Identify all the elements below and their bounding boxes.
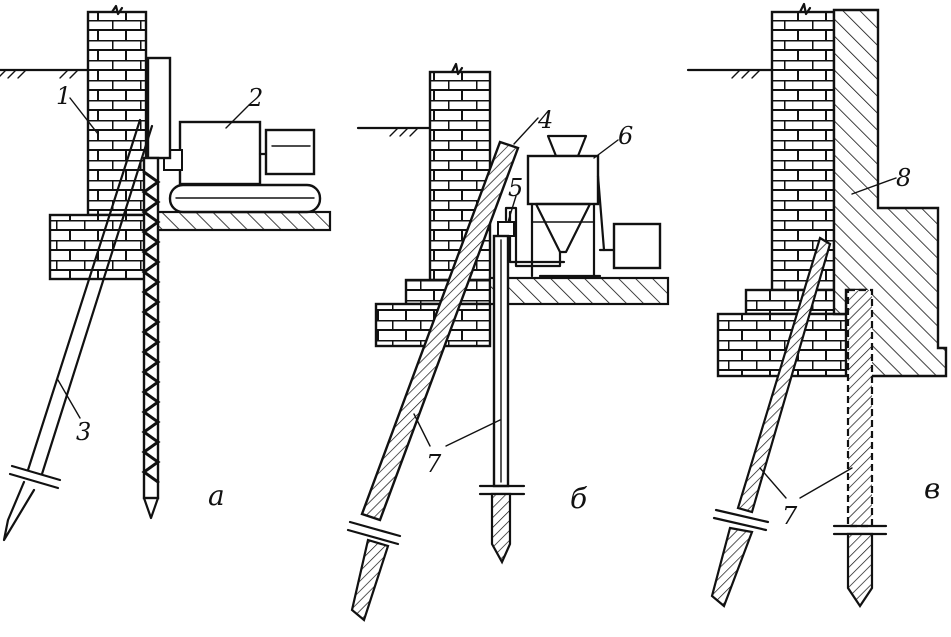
panel-c: 8 7 в — [686, 2, 948, 608]
panel-a: 1 2 3 а — [0, 4, 332, 542]
label-4: 4 — [537, 106, 553, 134]
label-7-b: 7 — [426, 450, 442, 478]
drilling-rig — [163, 120, 322, 214]
anchor-rod-3 — [2, 118, 154, 542]
panel-label-b: б — [570, 482, 588, 515]
panel-label-c: в — [924, 472, 940, 505]
panel-label-a: а — [208, 479, 225, 512]
anchor-inclined-c — [710, 236, 832, 608]
brick-wall-c — [716, 2, 848, 378]
label-2: 2 — [247, 84, 263, 112]
ground-line-a — [0, 68, 90, 79]
anchor-vertical-c — [832, 288, 888, 608]
label-6: 6 — [618, 122, 633, 150]
ground-line-c — [686, 68, 774, 79]
grout-hose-5 — [492, 206, 566, 488]
label-8: 8 — [896, 164, 911, 192]
anchor-vertical-b — [478, 484, 526, 565]
brick-wall-b — [374, 62, 492, 348]
ground-line-b — [356, 126, 432, 137]
anchor-inclined-4 — [346, 140, 520, 622]
rig-mast — [146, 56, 172, 160]
label-5: 5 — [508, 174, 523, 202]
auger-vertical — [141, 156, 161, 520]
brick-wall-a — [48, 4, 150, 281]
grout-mixer — [526, 134, 662, 278]
floor-slab-a — [146, 210, 332, 232]
label-1: 1 — [56, 82, 71, 110]
label-3: 3 — [76, 418, 91, 446]
label-7-c: 7 — [782, 502, 798, 530]
floor-slab-b — [488, 276, 670, 306]
concrete-jacket-8 — [832, 8, 948, 378]
panel-b: 4 5 6 7 б — [346, 62, 670, 622]
